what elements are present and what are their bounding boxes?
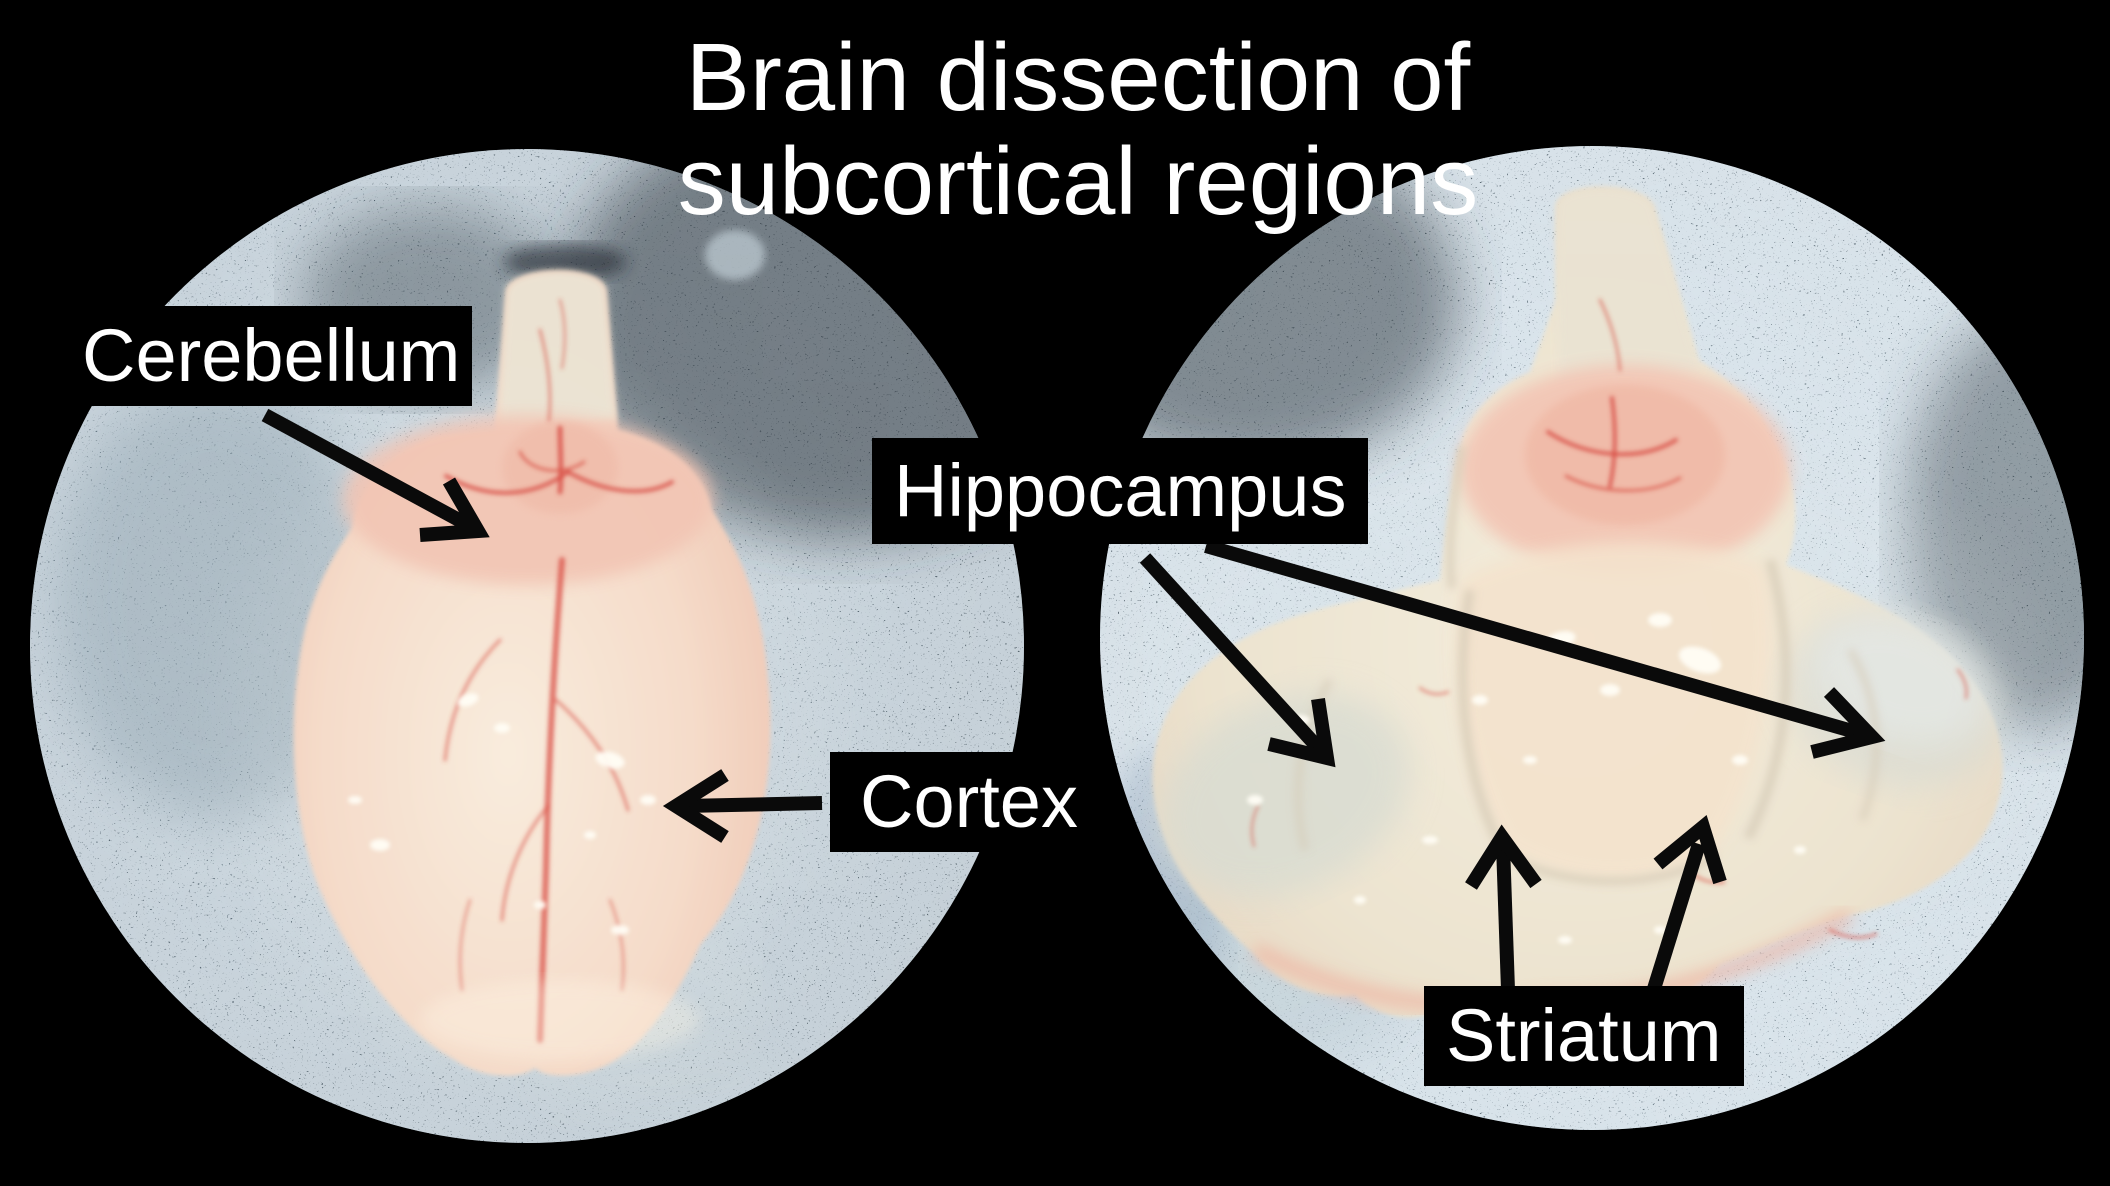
cerebellum-arrow: [261, 408, 490, 542]
right-micrograph: [1100, 146, 2084, 1130]
midbrain-block: [1456, 542, 1773, 880]
whole-brain-photo: [293, 270, 771, 1076]
tissue-creases: [1294, 445, 1881, 885]
spinal-cord-stub: [498, 270, 616, 428]
annotation-arrows: [261, 408, 1886, 995]
label-striatum: Striatum: [1424, 986, 1744, 1086]
left-micrograph: [30, 149, 1024, 1143]
striatum-arrow-left: [1465, 824, 1542, 991]
label-cortex: Cortex: [830, 752, 1108, 852]
label-hippocampus: Hippocampus: [872, 438, 1369, 544]
striatum-arrow-right: [1646, 814, 1727, 995]
blood-vessels-right: [1250, 298, 1968, 939]
label-cerebellum: Cerebellum: [70, 306, 473, 406]
title-line-1: Brain dissection of: [685, 24, 1471, 131]
hippocampus-arrow-right: [1204, 539, 1886, 759]
bottom-sheen: [420, 980, 700, 1060]
cortex-arrow: [662, 769, 823, 843]
specular-highlights-right: [1247, 613, 1806, 944]
title-line-2: subcortical regions: [677, 128, 1479, 235]
spinal-cord-stub-right: [1556, 187, 1700, 390]
stage-debris-spot: [705, 230, 765, 280]
hippocampus-arrow-left: [1139, 553, 1336, 768]
figure-title: Brain dissection of subcortical regions: [618, 26, 1538, 234]
specular-highlights: [348, 693, 656, 935]
